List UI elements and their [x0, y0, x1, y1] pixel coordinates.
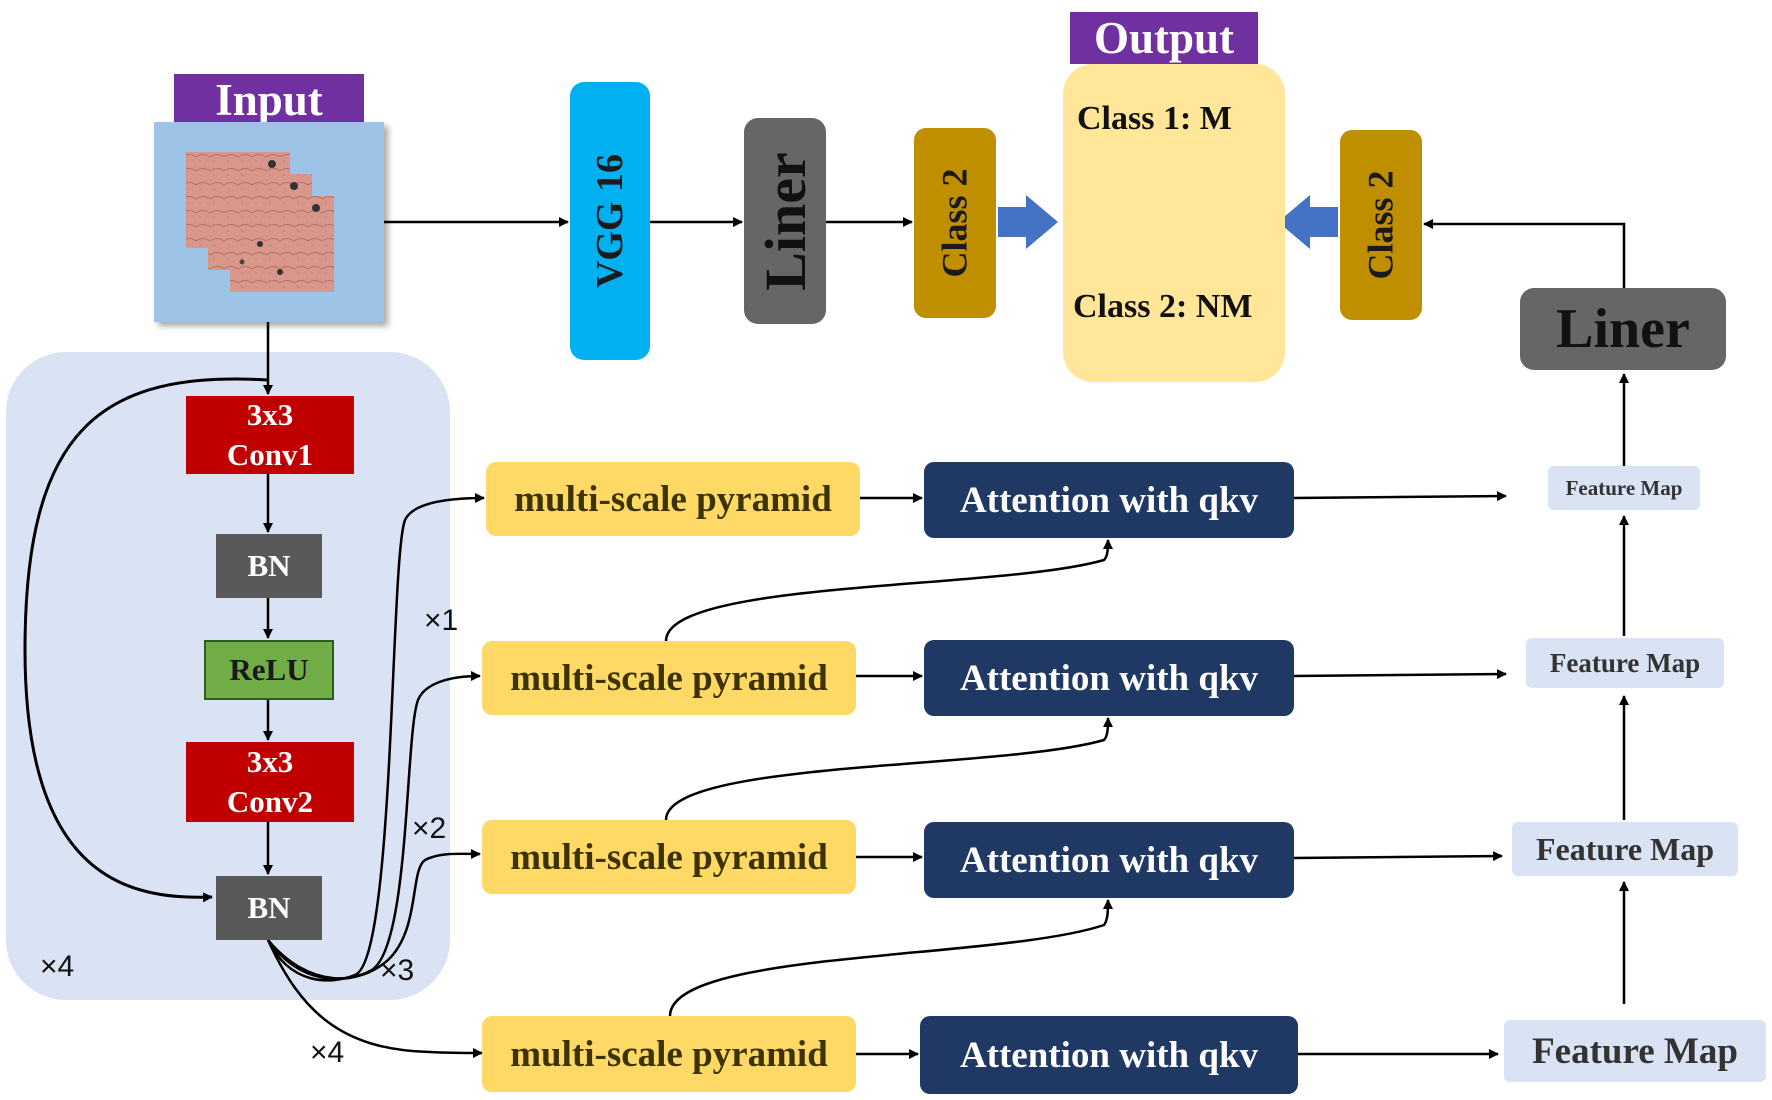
conv2-line2: Conv2: [226, 784, 314, 819]
output-panel: Class 1: M Class 2: NM: [1063, 64, 1285, 382]
cross-arrow-pyr4-att3: [668, 899, 1113, 1017]
liner-right-label: Liner: [1556, 298, 1690, 360]
feature-map-label-4: Feature Map: [1532, 1030, 1738, 1072]
skin-lesion-image-stack-icon: [186, 152, 334, 292]
feature-map-label-2: Feature Map: [1549, 647, 1701, 678]
attention-label-1: Attention with qkv: [959, 479, 1259, 521]
cross-arrow-pyr3-att2: [664, 717, 1113, 821]
feature-map-label-1: Feature Map: [1565, 475, 1683, 500]
arrow-att1-fm1: [1293, 491, 1507, 502]
bn2-block: BN: [216, 876, 322, 940]
feature-map-1: Feature Map: [1548, 466, 1700, 510]
class-left-block: Class 2: [914, 128, 996, 318]
attention-label-2: Attention with qkv: [959, 657, 1259, 699]
liner-right-block: Liner: [1520, 288, 1726, 370]
branch-arrow-4: [266, 939, 483, 1058]
branch-mult-4: ×4: [310, 1036, 345, 1069]
input-image-panel: [154, 122, 384, 322]
attention-label-3: Attention with qkv: [959, 839, 1259, 881]
vgg16-label: VGG 16: [589, 153, 631, 289]
attention-block-3: Attention with qkv: [924, 822, 1294, 898]
class-right-block: Class 2: [1340, 130, 1422, 320]
arrow-att2-fm2: [1293, 669, 1507, 680]
output-class1: Class 1: M: [1077, 100, 1232, 137]
conv1-line1: 3x3: [246, 397, 294, 432]
conv2-line1: 3x3: [246, 744, 294, 779]
vgg16-block: VGG 16: [570, 82, 650, 360]
class-right-label: Class 2: [1361, 170, 1401, 280]
attention-block-1: Attention with qkv: [924, 462, 1294, 538]
class-left-label: Class 2: [935, 168, 975, 278]
output-class2: Class 2: NM: [1073, 288, 1253, 325]
cross-arrow-pyr2-att1: [664, 539, 1113, 642]
liner-left-block: Liner: [744, 118, 826, 324]
liner-left-label: Liner: [752, 151, 818, 291]
branch-mult-1: ×1: [424, 604, 459, 637]
branch-arrow-1: [266, 493, 485, 982]
output-label: Output: [1070, 12, 1258, 64]
input-label: Input: [174, 74, 364, 126]
branch-mult-3: ×3: [380, 954, 415, 987]
relu-label: ReLU: [229, 652, 309, 687]
bn2-label: BN: [247, 890, 291, 925]
branch-mult-2: ×2: [412, 812, 447, 845]
bn1-block: BN: [216, 534, 322, 598]
block-arrow-left-icon: [1278, 195, 1338, 249]
pyramid-block-3: multi-scale pyramid: [482, 820, 856, 894]
block-arrow-right-icon: [998, 195, 1058, 249]
relu-block: ReLU: [204, 640, 334, 700]
output-label-text: Output: [1093, 13, 1235, 63]
input-label-text: Input: [215, 75, 323, 125]
feature-map-2: Feature Map: [1526, 638, 1724, 688]
branch-arrow-3: [267, 848, 481, 980]
feature-map-label-3: Feature Map: [1535, 830, 1715, 867]
attention-block-2: Attention with qkv: [924, 640, 1294, 716]
feature-map-3: Feature Map: [1512, 822, 1738, 876]
pyramid-label-1: multi-scale pyramid: [514, 478, 832, 520]
block-repeat-label: ×4: [40, 950, 75, 983]
pyramid-block-1: multi-scale pyramid: [486, 462, 860, 536]
attention-block-4: Attention with qkv: [920, 1016, 1298, 1094]
pyramid-label-4: multi-scale pyramid: [510, 1033, 828, 1075]
pyramid-block-4: multi-scale pyramid: [482, 1016, 856, 1092]
pyramid-block-2: multi-scale pyramid: [482, 641, 856, 715]
arrow-att3-fm3: [1293, 851, 1503, 862]
conv1-line2: Conv1: [226, 437, 314, 472]
attention-label-4: Attention with qkv: [959, 1034, 1259, 1076]
bn1-label: BN: [247, 548, 291, 583]
feature-map-4: Feature Map: [1504, 1020, 1766, 1082]
arrow-liner-to-class-right: [1423, 219, 1626, 288]
conv1-block: 3x3 Conv1: [186, 396, 354, 474]
skip-connection-arrow: [23, 377, 269, 903]
conv2-block: 3x3 Conv2: [186, 742, 354, 822]
pyramid-label-3: multi-scale pyramid: [510, 836, 828, 878]
pyramid-label-2: multi-scale pyramid: [510, 657, 828, 699]
